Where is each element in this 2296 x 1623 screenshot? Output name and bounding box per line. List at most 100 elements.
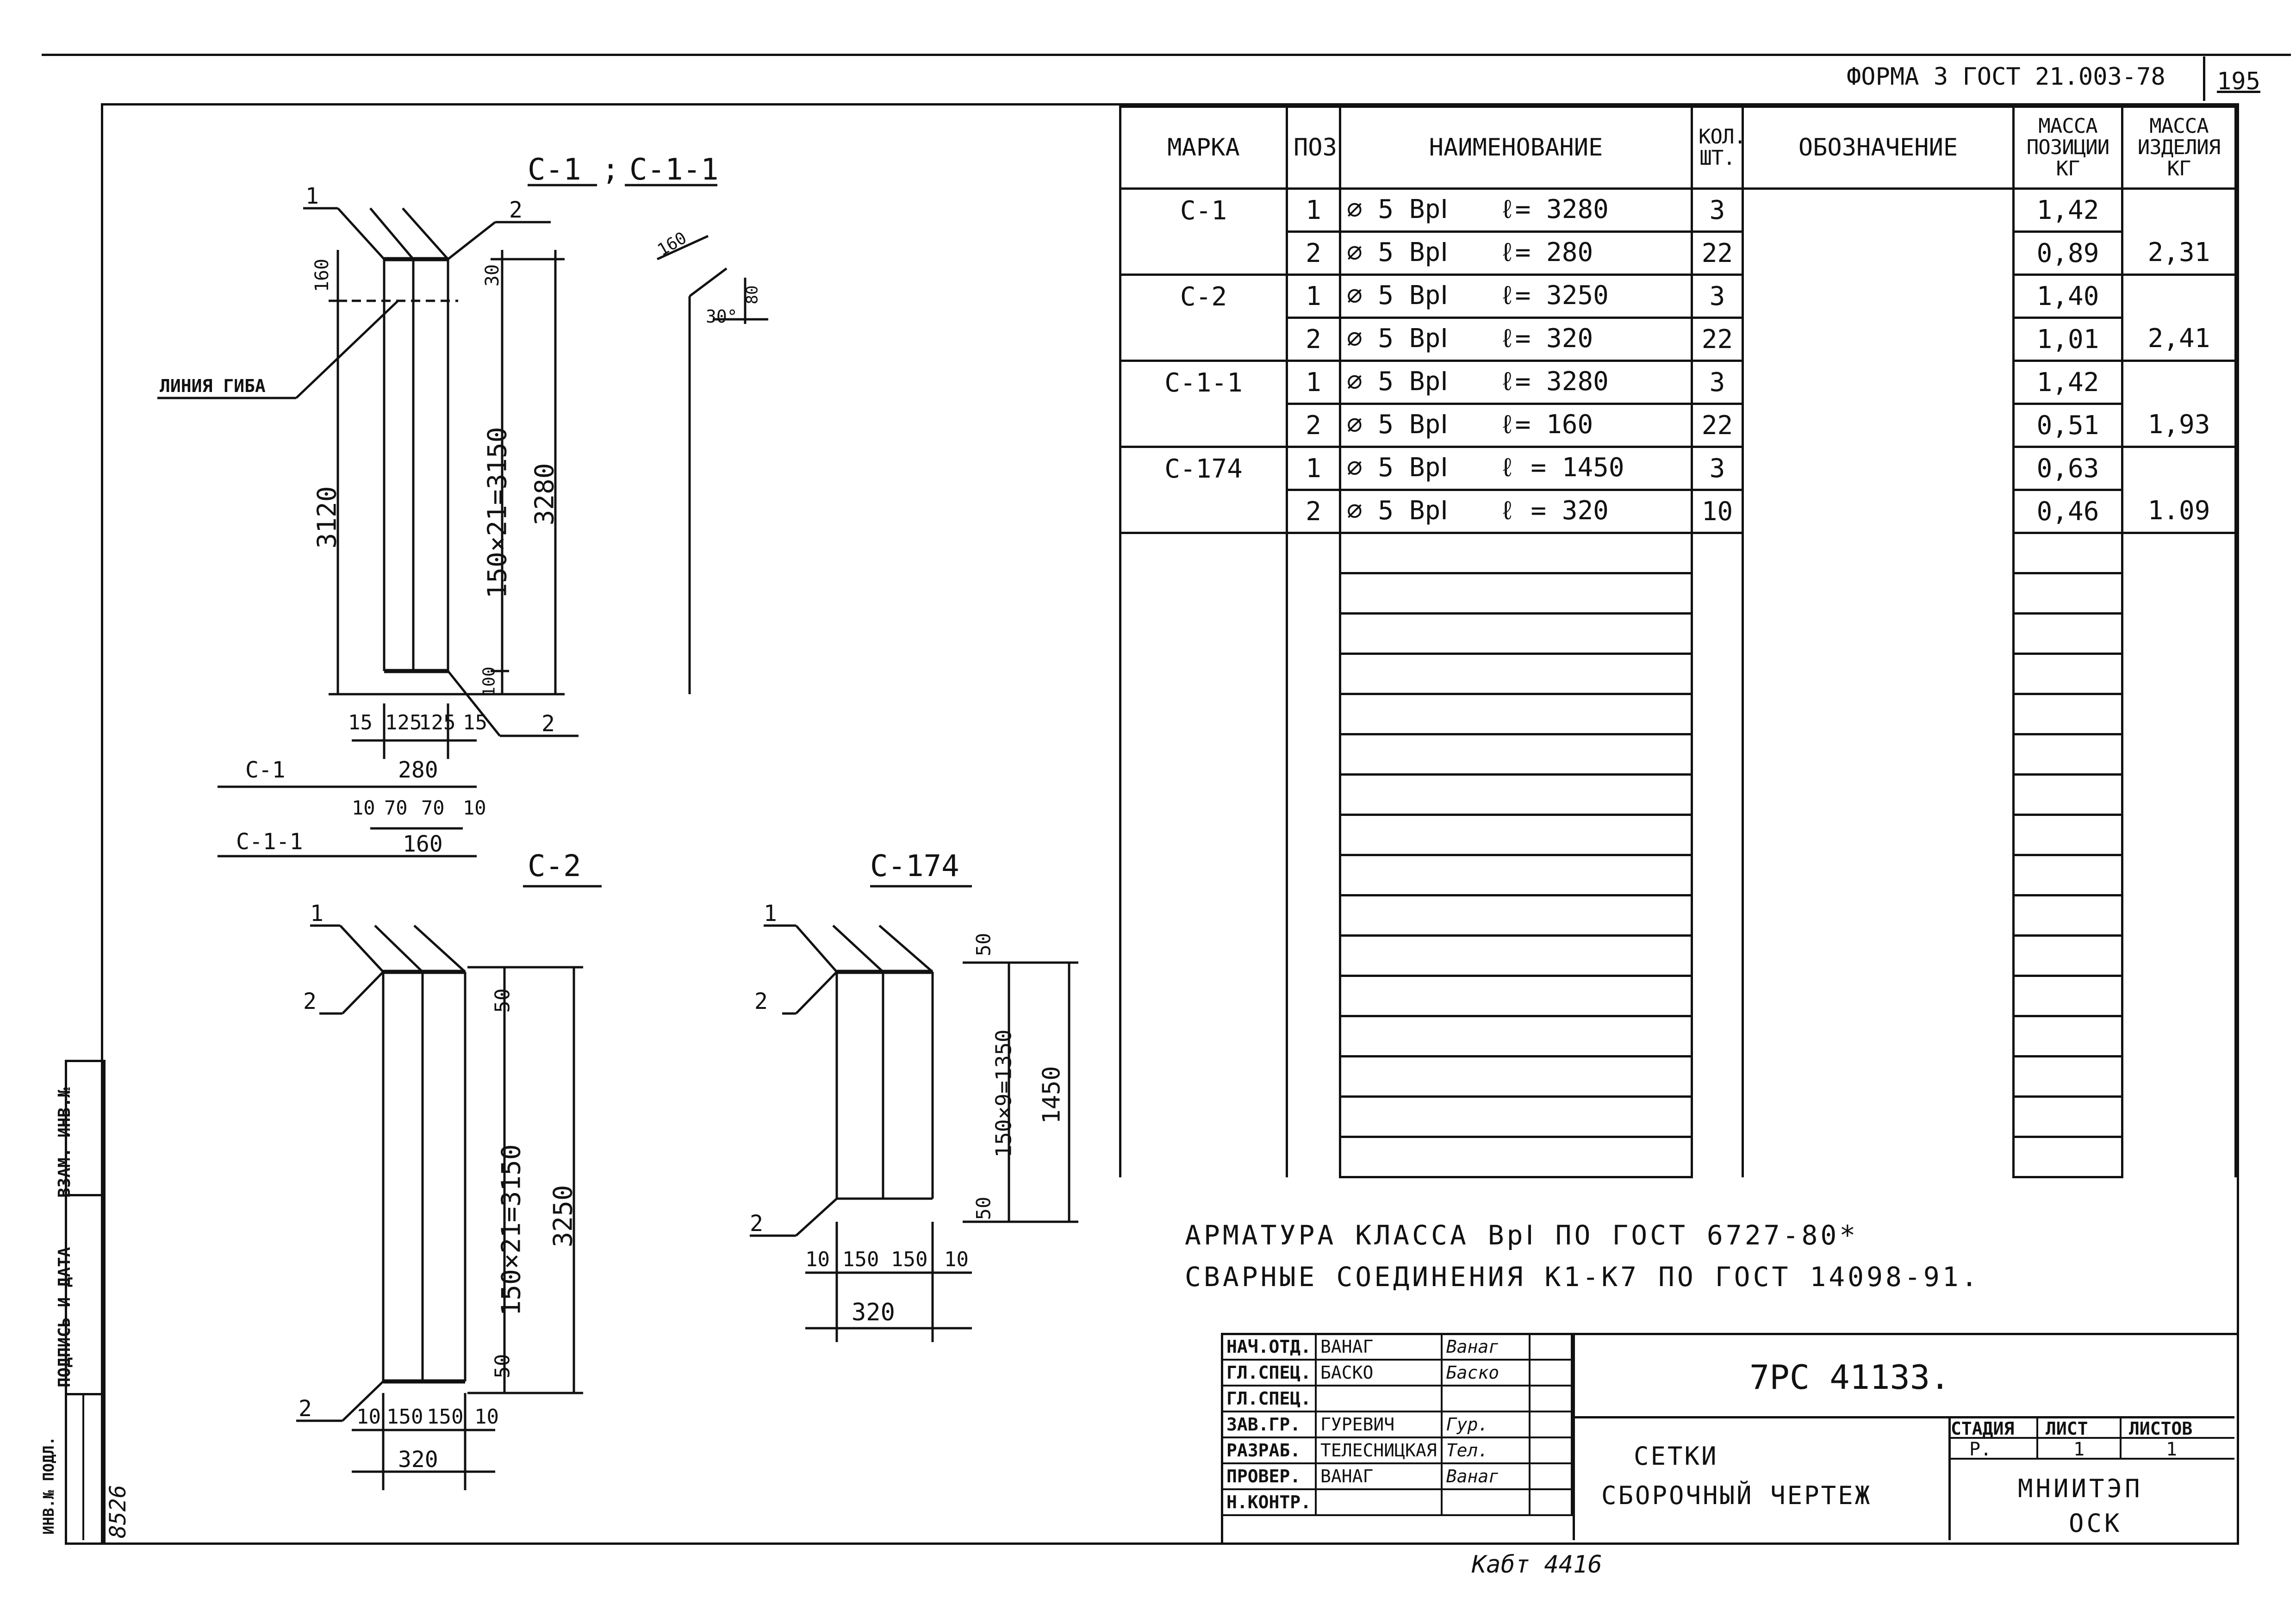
spec-length: ℓ = 320 [1500, 496, 1609, 526]
doc-title-2: СБОРОЧНЫЙ ЧЕРТЕЖ [1601, 1481, 1872, 1510]
org-1: МНИИТЭП [2018, 1474, 2143, 1503]
c1-pos1: 1 [305, 183, 319, 209]
c174-pos2-top: 2 [754, 989, 768, 1014]
c2-dim-50-bottom: 50 [491, 1354, 515, 1379]
spec-empty-cell [2012, 854, 2123, 896]
doc-code: 7РС 41133. [1749, 1358, 1950, 1397]
spec-empty-cell [1286, 1137, 1341, 1177]
c1-title-sep: ; [602, 153, 620, 187]
c1-dim-30: 30 [482, 264, 504, 287]
spec-empty-row [1119, 653, 2237, 695]
spec-designation [1742, 361, 2015, 404]
org-2: ОСК [2069, 1509, 2122, 1538]
spec-mark [1119, 231, 1288, 276]
spec-mass-pos: 0,46 [2012, 489, 2123, 534]
spec-empty-row [1119, 693, 2237, 735]
c2-pos2-top: 2 [303, 989, 317, 1014]
spec-length: ℓ= 280 [1500, 237, 1593, 267]
spec-empty-cell [1339, 1015, 1693, 1057]
spec-designation [1742, 231, 2015, 275]
spec-empty-cell [1286, 533, 1341, 573]
spec-empty-row [1119, 854, 2237, 896]
c1-bdim-3: 15 [463, 711, 487, 734]
spec-empty-cell [2121, 573, 2237, 614]
c2-bdim-1: 150 [386, 1405, 423, 1429]
page-number: 195 [2217, 68, 2260, 95]
spec-empty-cell [1691, 976, 1744, 1016]
spec-empty-cell [1286, 815, 1341, 855]
bend-line-label: ЛИНИЯ ГИБА [160, 376, 266, 396]
spec-empty-cell [1742, 533, 2015, 573]
spec-name: ⌀ 5 ВрⅠ ℓ= 280 [1339, 230, 1693, 276]
spec-qty: 3 [1691, 446, 1744, 491]
role-title: РАЗРАБ. [1220, 1436, 1317, 1464]
spec-empty-cell [1286, 1016, 1341, 1057]
role-signature: Ванаг [1440, 1333, 1531, 1361]
spec-empty-cell [1339, 532, 1693, 574]
role-row: ГЛ.СПЕЦ. [1220, 1385, 1573, 1412]
c2-bdim-0: 10 [356, 1405, 381, 1429]
hdr-mark: МАРКА [1119, 106, 1288, 190]
spec-empty-cell [1339, 733, 1693, 776]
spec-mass-item: 2,41 [2121, 317, 2237, 362]
c1-dim-160: 160 [311, 258, 333, 292]
spec-empty-cell [1742, 613, 2015, 654]
note-line-1: АРМАТУРА КЛАССА ВрⅠ ПО ГОСТ 6727-80* [1185, 1219, 1859, 1251]
spec-empty-cell [2121, 855, 2237, 895]
spec-empty-cell [2012, 934, 2123, 977]
spec-mark: С-174 [1119, 446, 1288, 490]
spec-empty-row [1119, 894, 2237, 937]
spec-empty-cell [2121, 1096, 2237, 1137]
c11-label: С-1-1 [236, 829, 303, 855]
spec-diameter: ⌀ 5 ВрⅠ [1347, 280, 1448, 311]
spec-pos: 1 [1286, 446, 1341, 491]
role-signature [1440, 1385, 1531, 1412]
spec-pos: 2 [1286, 403, 1341, 448]
spec-empty-row [1119, 532, 2237, 574]
hdr-mass-item: МАССА ИЗДЕЛИЯ КГ [2121, 106, 2237, 190]
spec-diameter: ⌀ 5 ВрⅠ [1347, 194, 1448, 224]
c2-title: С-2 [528, 849, 581, 883]
c2-dim-3250: 3250 [548, 1185, 579, 1248]
c2-pos2-bottom: 2 [299, 1396, 312, 1422]
spec-empty-cell [2121, 1137, 2237, 1177]
spec-empty-cell [1119, 613, 1288, 654]
spec-mass-pos: 1,01 [2012, 317, 2123, 362]
spec-pos: 2 [1286, 489, 1341, 534]
role-date [1528, 1436, 1573, 1464]
spec-table: МАРКА ПОЗ. НАИМЕНОВАНИЕ КОЛ. ШТ. ОБОЗНАЧ… [1119, 106, 2237, 1178]
spec-empty-cell [1339, 653, 1693, 695]
footer-handwritten: Кабт 4416 [1472, 1551, 1602, 1579]
spec-length: ℓ= 160 [1500, 410, 1593, 440]
c174-bdim-3: 10 [944, 1248, 969, 1271]
spec-qty: 3 [1691, 360, 1744, 405]
drawing-frame [101, 103, 2239, 1545]
spec-empty-cell [1119, 1016, 1288, 1057]
c174-dim-50-bottom: 50 [972, 1196, 995, 1220]
spec-empty-cell [1119, 694, 1288, 734]
spec-mass-item: 1.09 [2121, 490, 2237, 534]
role-title: ЗАВ.ГР. [1220, 1411, 1317, 1438]
role-row: Н.КОНТР. [1220, 1488, 1573, 1516]
spec-empty-cell [2121, 1016, 2237, 1057]
spec-mark: С-1 [1119, 187, 1288, 232]
c1-width: 280 [398, 757, 438, 783]
spec-empty-cell [1119, 855, 1288, 895]
spec-designation [1742, 404, 2015, 447]
spec-pos: 1 [1286, 187, 1341, 233]
spec-qty: 3 [1691, 274, 1744, 319]
spec-diameter: ⌀ 5 ВрⅠ [1347, 237, 1448, 267]
c1-dim-3120: 3120 [312, 486, 342, 549]
c1-title-a: С-1 [528, 153, 581, 187]
spec-empty-cell [1339, 894, 1693, 937]
c1-dim-3150: 150×21=3150 [482, 427, 513, 599]
spec-empty-cell [2121, 694, 2237, 734]
c2-bdim-2: 150 [427, 1405, 464, 1429]
spec-empty-cell [1691, 774, 1744, 815]
spec-empty-cell [1286, 895, 1341, 936]
spec-empty-cell [1691, 734, 1744, 775]
